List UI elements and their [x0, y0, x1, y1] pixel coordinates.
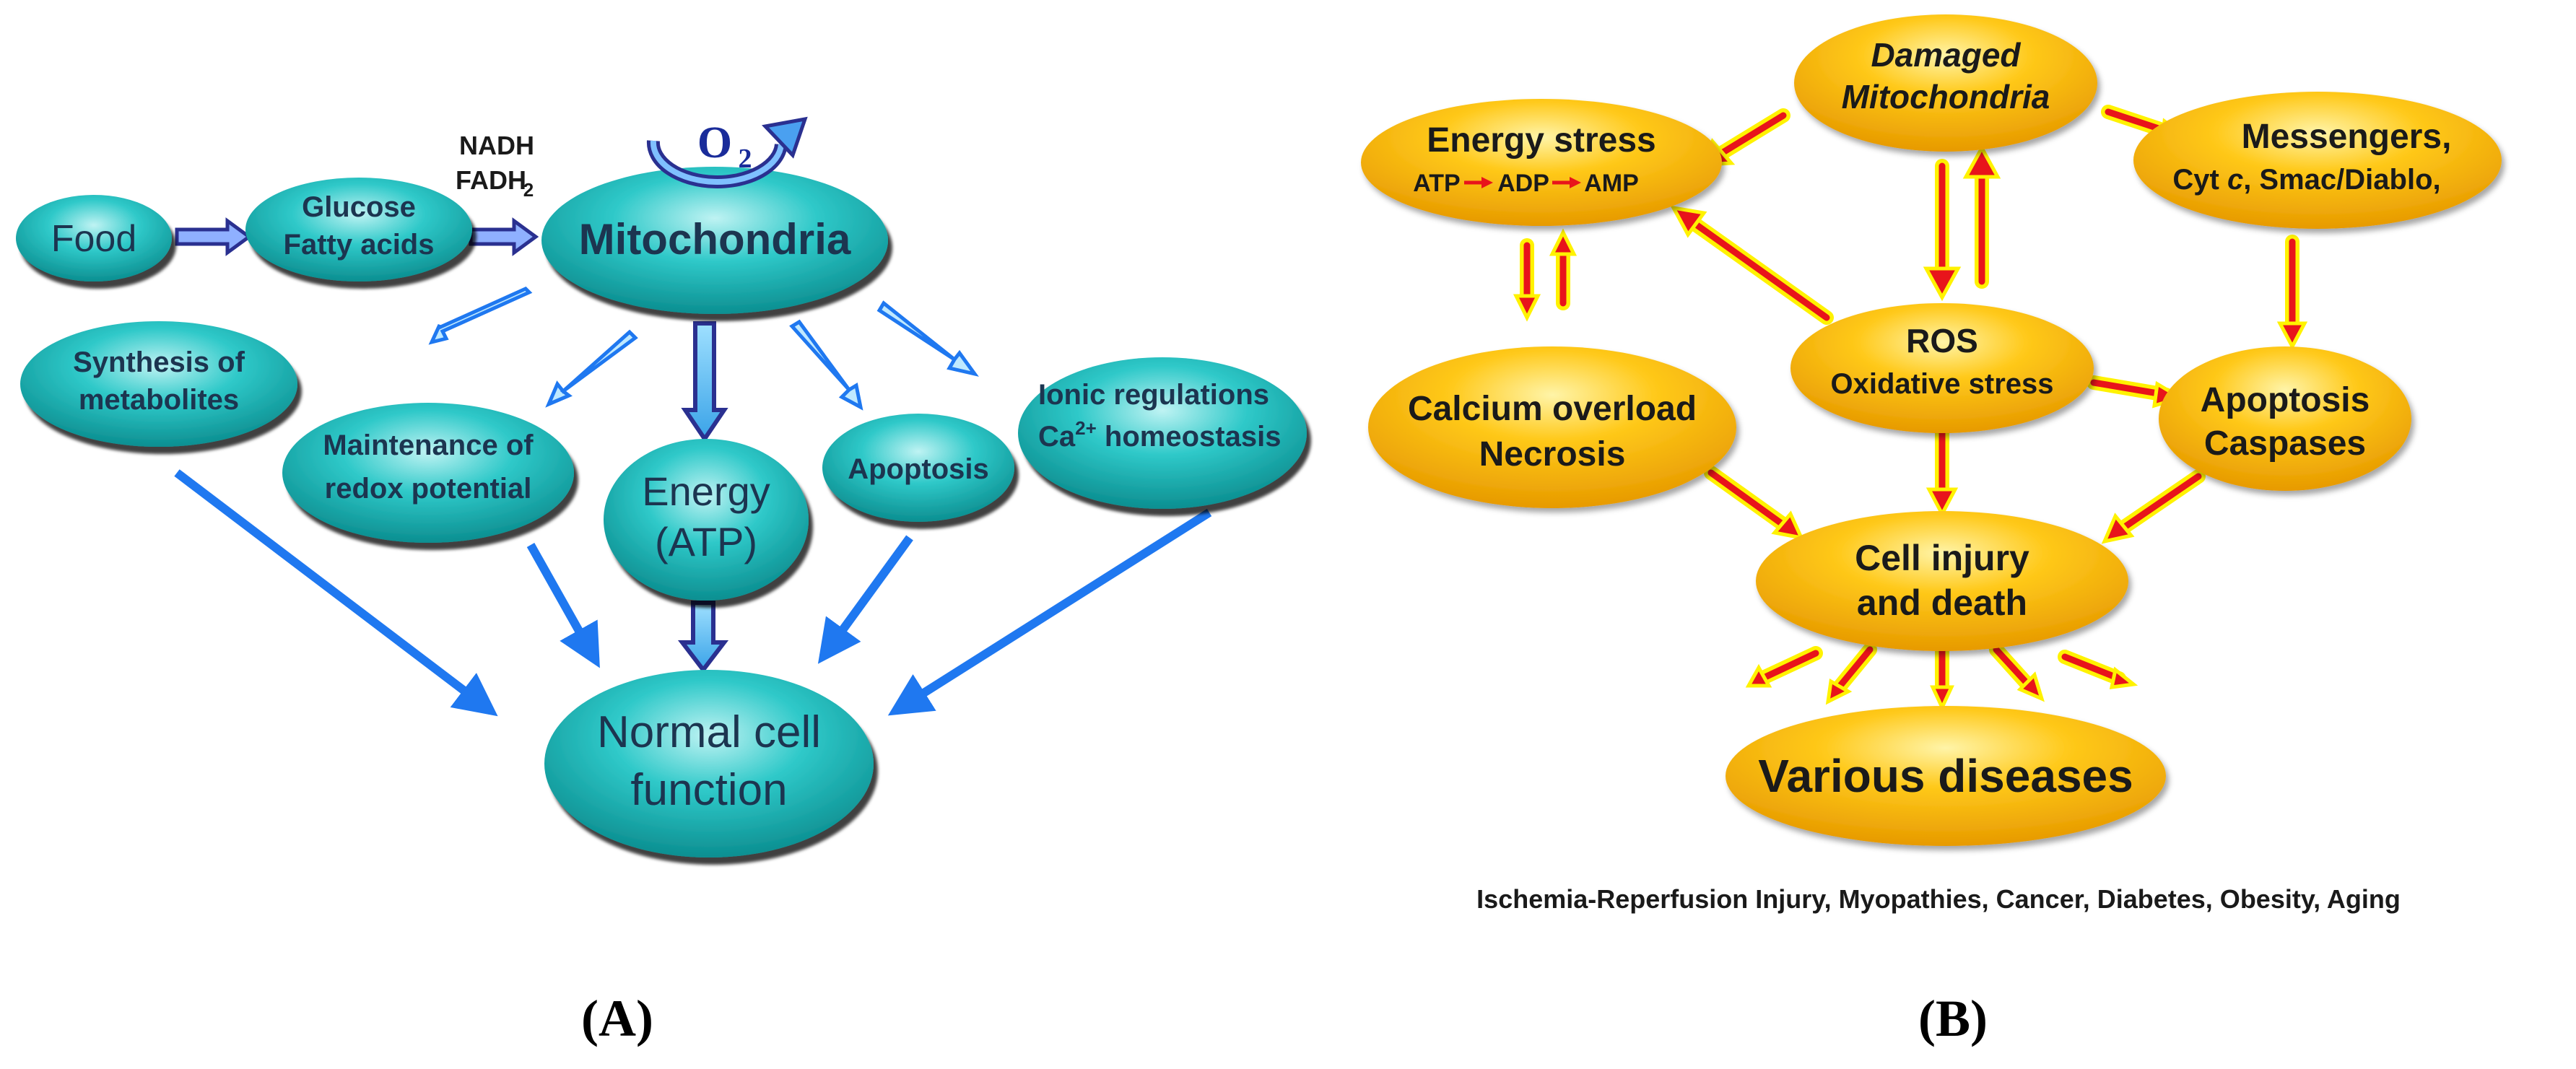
arrow-mito-to-energy	[681, 321, 728, 443]
ros-label-1: ROS	[1906, 322, 1978, 359]
panel-a-label: (A)	[581, 990, 653, 1047]
messengers-label-2: Cyt c, Smac/Diablo,	[2172, 164, 2440, 196]
normal-label-1: Normal cell	[597, 707, 821, 757]
panel-b-label: (B)	[1918, 990, 1988, 1047]
ionic-label-2: Ca2+ homeostasis	[1038, 417, 1281, 453]
arrow-ionic-to-normal	[887, 508, 1212, 716]
node-food	[16, 195, 172, 282]
atp-adp-arrowhead	[1481, 177, 1493, 188]
ros-label-2: Oxidative stress	[1830, 368, 2053, 400]
panel-b: Damaged Mitochondria Energy stress ATP A…	[1361, 14, 2502, 1047]
node-apoptosis-b	[2159, 346, 2411, 491]
injury-label-2: and death	[1857, 583, 2027, 623]
disease-list: Ischemia-Reperfusion Injury, Myopathies,…	[1476, 884, 2401, 914]
head-apoptosis-to-injury	[2101, 512, 2135, 544]
energy-label-1: Energy	[642, 468, 770, 514]
energy-stress-label: Energy stress	[1427, 121, 1656, 160]
head-injury-to-diseases-2	[1825, 678, 1853, 705]
head-energy-to-calcium	[1513, 294, 1541, 322]
node-cell-injury	[1756, 511, 2128, 651]
node-apoptosis-a	[822, 414, 1014, 522]
node-damaged-mito	[1794, 14, 2097, 152]
head-ros-to-injury	[1926, 487, 1959, 518]
oxygen-cycle-icon	[646, 116, 808, 188]
head-injury-to-diseases-4	[2016, 671, 2045, 702]
energy-label-2: (ATP)	[655, 519, 757, 564]
apoptosis-b-label-1: Apoptosis	[2201, 381, 2370, 419]
node-diseases	[1726, 706, 2166, 846]
node-glucose	[245, 178, 472, 282]
nadh-label: NADH	[459, 131, 534, 160]
head-injury-to-diseases-5	[2109, 666, 2138, 689]
messengers-label-1: Messengers,	[2242, 118, 2452, 156]
oxygen-subscript: 2	[739, 144, 752, 174]
node-energy-stress	[1361, 99, 1722, 226]
node-mitochondria	[541, 167, 888, 314]
arrow-apoptosis-to-normal	[817, 535, 913, 664]
mitochondria-label: Mitochondria	[579, 215, 851, 263]
fadh-label: FADH	[456, 165, 526, 195]
food-label: Food	[51, 218, 137, 260]
node-ionic	[1018, 357, 1307, 509]
synthesis-label-1: Synthesis of	[73, 346, 245, 378]
arrow-energy-to-normal	[677, 601, 729, 673]
arrow-mito-to-synthesis	[428, 287, 533, 345]
arrow-synthesis-to-normal	[174, 469, 498, 717]
atp-label: ATP	[1413, 170, 1460, 197]
arrow-mito-to-redox	[545, 329, 638, 408]
node-energy	[604, 439, 809, 601]
head-calcium-to-injury	[1771, 510, 1805, 541]
amp-label: AMP	[1584, 170, 1639, 197]
arrow-food-to-glucose	[175, 217, 253, 256]
calcium-label-1: Calcium overload	[1408, 390, 1697, 428]
damaged-label-1: Damaged	[1871, 36, 2021, 74]
apoptosis-a-label: Apoptosis	[848, 453, 989, 485]
adp-amp-arrowhead	[1570, 177, 1581, 188]
head-messengers-to-apoptosis	[2276, 321, 2308, 351]
head-calcium-to-energy	[1549, 228, 1578, 256]
ionic-label-1: Ionic regulations	[1038, 379, 1269, 411]
panel-a: Food Glucose Fatty acids NADH FADH 2 Mit…	[16, 116, 1307, 1047]
adp-label: ADP	[1497, 170, 1549, 197]
oxygen-label: O	[697, 118, 732, 167]
head-ros-to-damaged	[1962, 144, 2001, 179]
redox-label-2: redox potential	[325, 473, 532, 505]
head-injury-to-diseases-3	[1930, 685, 1954, 712]
synthesis-label-2: metabolites	[79, 384, 239, 416]
fadh-subscript: 2	[523, 179, 534, 201]
node-redox	[282, 403, 574, 543]
apoptosis-b-label-2: Caspases	[2204, 424, 2366, 463]
arrow-cores	[1523, 108, 2296, 693]
glucose-label-1: Glucose	[302, 191, 416, 223]
head-damaged-to-ros	[1923, 266, 1962, 302]
arrow-glucose-to-mito	[469, 217, 539, 256]
head-ros-to-energy	[1670, 205, 1707, 238]
node-calcium	[1368, 346, 1736, 508]
arrow-redox-to-normal	[526, 543, 600, 668]
head-injury-to-diseases-1	[1745, 663, 1772, 688]
node-ros	[1790, 303, 2094, 433]
arrow-mito-to-apoptosis	[789, 319, 863, 411]
node-messengers	[2133, 92, 2502, 229]
glucose-label-2: Fatty acids	[284, 229, 435, 261]
normal-label-2: function	[630, 765, 787, 815]
injury-label-1: Cell injury	[1855, 538, 2029, 578]
arrow-mito-to-ionic	[876, 300, 979, 377]
node-normal-cell	[544, 670, 874, 858]
node-synthesis	[20, 321, 297, 447]
calcium-label-2: Necrosis	[1479, 435, 1626, 474]
redox-label-1: Maintenance of	[323, 429, 534, 461]
diseases-label: Various diseases	[1758, 750, 2133, 802]
damaged-label-2: Mitochondria	[1842, 78, 2050, 115]
